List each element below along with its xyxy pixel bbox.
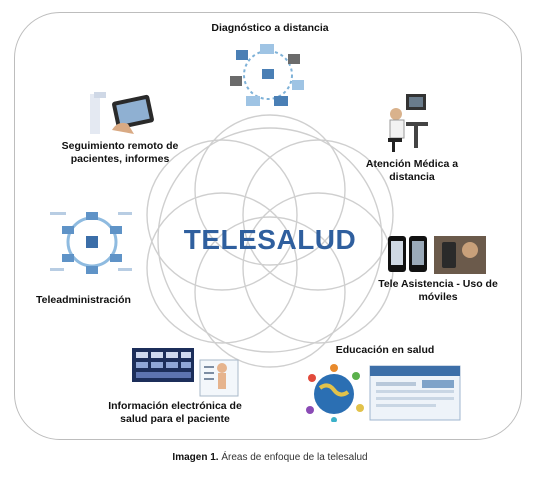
circle-center bbox=[157, 127, 383, 353]
area-label-seguimiento: Seguimiento remoto de pacientes, informe… bbox=[61, 140, 179, 165]
area-label-teleadministracion: Teleadministración bbox=[36, 294, 131, 306]
circle-top-right bbox=[242, 139, 394, 291]
caption-prefix: Imagen 1. bbox=[172, 452, 219, 463]
circle-bottom-left bbox=[146, 192, 298, 344]
circle-top-left bbox=[146, 139, 298, 291]
center-title: TELESALUD bbox=[183, 224, 357, 255]
tablet-hand-icon bbox=[90, 92, 154, 134]
figure-caption: Imagen 1. Áreas de enfoque de la telesal… bbox=[0, 452, 540, 463]
globe-website-icon bbox=[306, 364, 461, 422]
area-label-educacion: Educación en salud bbox=[335, 344, 435, 356]
cycle-diagram-icon bbox=[50, 212, 132, 274]
circle-bottom bbox=[194, 216, 346, 368]
area-label-informacion: Información electrónica de salud para el… bbox=[108, 400, 242, 425]
network-diagram-icon bbox=[230, 44, 304, 106]
area-label-diagnostico: Diagnóstico a distancia bbox=[211, 22, 329, 34]
health-record-icon bbox=[132, 348, 239, 397]
mobile-phones-icon bbox=[388, 236, 486, 274]
area-label-teleasistencia: Tele Asistencia - Uso de móviles bbox=[378, 278, 498, 303]
area-label-atencion: Atención Médica a distancia bbox=[365, 158, 459, 183]
doctor-workstation-icon bbox=[388, 94, 428, 152]
circle-top bbox=[194, 114, 346, 266]
caption-text: Áreas de enfoque de la telesalud bbox=[221, 452, 368, 463]
